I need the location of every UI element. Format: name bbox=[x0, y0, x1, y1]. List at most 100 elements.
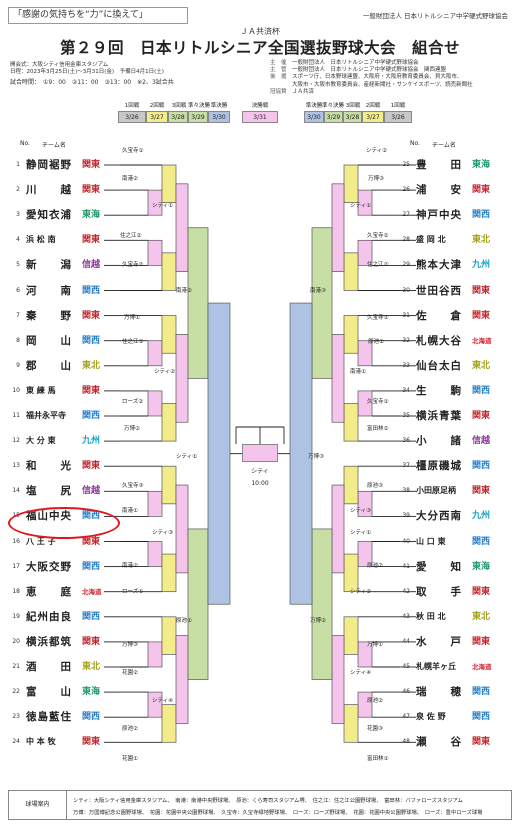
team-region: 東海 bbox=[82, 210, 101, 221]
team-name: 山 口 東 bbox=[416, 536, 446, 546]
team-name: 新 潟 bbox=[26, 259, 72, 272]
support-1: スポーツ庁、日本野球連盟、大阪府・大阪府教育委員会、貝大阪市、 bbox=[292, 74, 463, 81]
match-box-r3 bbox=[175, 635, 189, 724]
team-number: 26 bbox=[402, 186, 410, 194]
team-name: 八 王 子 bbox=[26, 536, 56, 546]
team-name: 岡 山 bbox=[26, 334, 72, 347]
team-number: 27 bbox=[402, 211, 410, 219]
team-number: 8 bbox=[16, 336, 20, 344]
team-number: 13 bbox=[12, 462, 20, 470]
team-number: 16 bbox=[12, 537, 20, 545]
venue-label: 南港② bbox=[176, 288, 192, 294]
team-name: 小 諸 bbox=[416, 435, 462, 448]
venue-label: シティ② bbox=[350, 589, 372, 595]
venue-label: 原池① bbox=[176, 618, 192, 624]
match-box-r2 bbox=[343, 403, 359, 442]
team-region: 関西 bbox=[82, 285, 101, 296]
team-name: 徳島藍住 bbox=[26, 711, 72, 724]
team-number: 38 bbox=[402, 487, 410, 495]
team-name: 瀬 谷 bbox=[416, 736, 462, 749]
venue-label: 富田林② bbox=[367, 426, 389, 432]
team-region: 九州 bbox=[472, 511, 491, 522]
venue-label: 南港① bbox=[350, 369, 366, 375]
organizer-label: 主 催 bbox=[270, 60, 287, 66]
team-name: 静岡裾野 bbox=[26, 159, 72, 171]
match-box-r1 bbox=[147, 641, 163, 668]
team-name: 生 駒 bbox=[416, 384, 462, 397]
team-region: 信越 bbox=[472, 436, 491, 447]
support-2: 大阪市・大阪市教育委員会、産経新聞社・サンケイスポーツ、読売新聞社 bbox=[292, 81, 473, 88]
venue-label: 万博② bbox=[124, 426, 140, 432]
venue-label: 久宝寺② bbox=[367, 233, 389, 239]
match-box-r3 bbox=[331, 334, 345, 423]
venue-label: 花園① bbox=[122, 756, 138, 762]
venue-label: シティ② bbox=[366, 148, 388, 154]
match-box-r3 bbox=[175, 484, 189, 574]
team-region: 関東 bbox=[82, 160, 101, 170]
team-number: 32 bbox=[402, 336, 410, 344]
team-region: 関東 bbox=[82, 385, 101, 396]
dates-info: 日程：2023年3月25日(土)～3月31日(金) 予備日4月1日(土) bbox=[10, 69, 164, 76]
team-number: 23 bbox=[12, 713, 20, 721]
team-region: 関西 bbox=[472, 536, 491, 547]
venue-label: 原池② bbox=[367, 698, 383, 704]
venue-label: ローズ① bbox=[122, 589, 144, 595]
col-team-r: チーム名 bbox=[432, 142, 456, 149]
match-box-r2 bbox=[343, 616, 359, 655]
date-r3-r: 3/28 bbox=[343, 111, 362, 123]
team-number: 41 bbox=[402, 562, 410, 570]
venue-label: 久宝寺③ bbox=[122, 483, 144, 489]
team-region: 東北 bbox=[82, 662, 101, 672]
venue-guide: 球場案内 シティ：大阪シティ信用金庫スタジアム、 南港：南港中央野球場、 原池：… bbox=[8, 790, 512, 820]
col-no: No. bbox=[20, 140, 30, 147]
team-name: 泉 佐 野 bbox=[416, 712, 446, 722]
management: 一般財団法人 日本リトルシニア中学硬式野球協会 関西連盟 bbox=[292, 67, 447, 74]
info-right: 主 催 一般財団法人 日本リトルシニア中学硬式野球協会 主 管 一般財団法人 日… bbox=[270, 60, 473, 96]
venue-label: 万博① bbox=[367, 642, 383, 648]
team-name: 恵 庭 bbox=[26, 585, 72, 598]
team-region: 関東 bbox=[472, 586, 491, 597]
venue-guide-line1: シティ：大阪シティ信用金庫スタジアム、 南港：南港中央野球場、 原池：くら寿司ス… bbox=[73, 798, 463, 804]
venue-label: シティ① bbox=[350, 530, 372, 536]
team-number: 44 bbox=[402, 637, 410, 645]
team-number: 39 bbox=[402, 512, 410, 520]
venue-label: 住之江② bbox=[120, 233, 142, 239]
team-name: 佐 倉 bbox=[416, 309, 462, 322]
sf-label: 準決勝 bbox=[210, 103, 228, 109]
team-region: 関東 bbox=[472, 737, 491, 748]
team-region: 関西 bbox=[472, 210, 491, 221]
team-region: 関西 bbox=[82, 611, 101, 622]
venue-label: 万博① bbox=[124, 315, 140, 321]
team-number: 22 bbox=[12, 688, 20, 696]
team-region: 九州 bbox=[82, 436, 101, 447]
team-region: 東北 bbox=[472, 235, 491, 246]
team-name: 秋 田 北 bbox=[416, 611, 446, 621]
team-number: 17 bbox=[12, 562, 20, 570]
team-number: 29 bbox=[402, 261, 410, 269]
team-region: 北海道 bbox=[472, 336, 492, 345]
team-name: 豊 田 bbox=[416, 159, 462, 171]
team-region: 関西 bbox=[82, 561, 101, 572]
date-qf-r: 3/29 bbox=[324, 111, 343, 123]
team-region: 関西 bbox=[472, 461, 491, 472]
team-name: 水 戸 bbox=[416, 635, 462, 648]
team-number: 45 bbox=[402, 663, 410, 670]
team-region: 北海道 bbox=[472, 663, 492, 671]
venue-label: 南港① bbox=[122, 508, 138, 514]
team-number: 28 bbox=[402, 236, 410, 244]
association-name: 一般財団法人 日本リトルシニア中学硬式野球協会 bbox=[362, 12, 508, 20]
team-region: 信越 bbox=[82, 260, 101, 271]
